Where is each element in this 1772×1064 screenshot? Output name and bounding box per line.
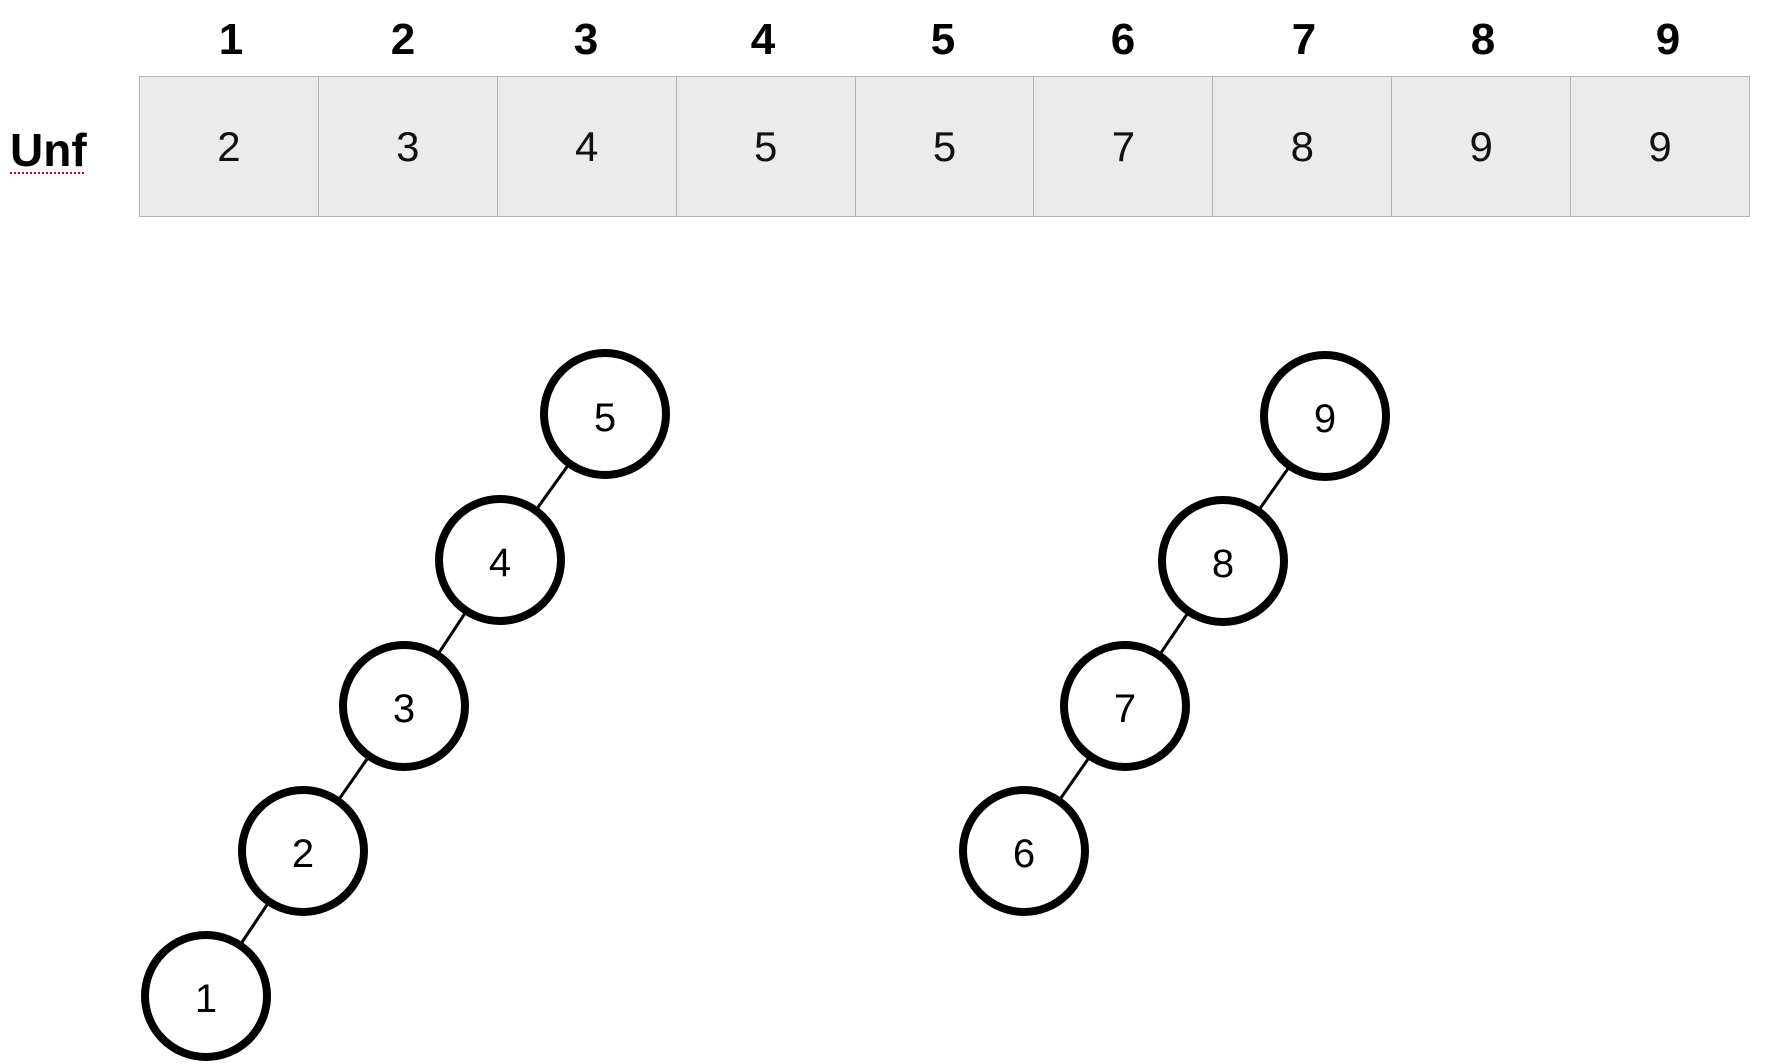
array-cell: 5: [676, 77, 856, 216]
index-label-5: 5: [930, 15, 956, 64]
array-cell: 9: [1571, 77, 1750, 216]
tree-node: 3: [339, 641, 469, 771]
node-label: 9: [1314, 397, 1336, 441]
node-label: 6: [1013, 832, 1035, 876]
tree-node: 5: [540, 349, 670, 479]
index-label-6: 6: [1110, 15, 1136, 64]
node-label: 1: [195, 977, 217, 1021]
tree-node: 4: [435, 495, 565, 625]
tree-node: 9: [1260, 351, 1390, 481]
tree-node: 7: [1060, 641, 1190, 771]
node-label: 7: [1114, 687, 1136, 731]
array-cell: 7: [1034, 77, 1214, 216]
array-cell: 2: [140, 77, 319, 216]
node-label: 4: [489, 541, 511, 585]
union-find-array: 2 3 4 5 5 7 8 9 9: [139, 76, 1750, 217]
node-label: 2: [292, 832, 314, 876]
node-label: 3: [393, 687, 415, 731]
tree-node: 6: [959, 786, 1089, 916]
tree-1: 5 4 3 2 1: [141, 349, 670, 1061]
index-label-1: 1: [218, 15, 244, 64]
node-label: 8: [1212, 542, 1234, 586]
tree-2: 9 8 7 6: [959, 351, 1390, 916]
tree-node: 8: [1158, 496, 1288, 626]
array-cell: 4: [497, 77, 677, 216]
index-label-9: 9: [1655, 15, 1681, 64]
index-label-2: 2: [390, 15, 416, 64]
index-label-8: 8: [1470, 15, 1496, 64]
tree-node: 2: [238, 786, 368, 916]
node-label: 5: [594, 396, 616, 440]
index-label-3: 3: [573, 15, 599, 64]
tree-node: 1: [141, 931, 271, 1061]
index-label-7: 7: [1291, 15, 1317, 64]
index-label-4: 4: [750, 15, 776, 64]
array-cell: 3: [318, 77, 498, 216]
row-label: Unf: [10, 124, 87, 176]
array-cell: 9: [1392, 77, 1572, 216]
array-cell: 8: [1213, 77, 1393, 216]
array-cell: 5: [855, 77, 1035, 216]
